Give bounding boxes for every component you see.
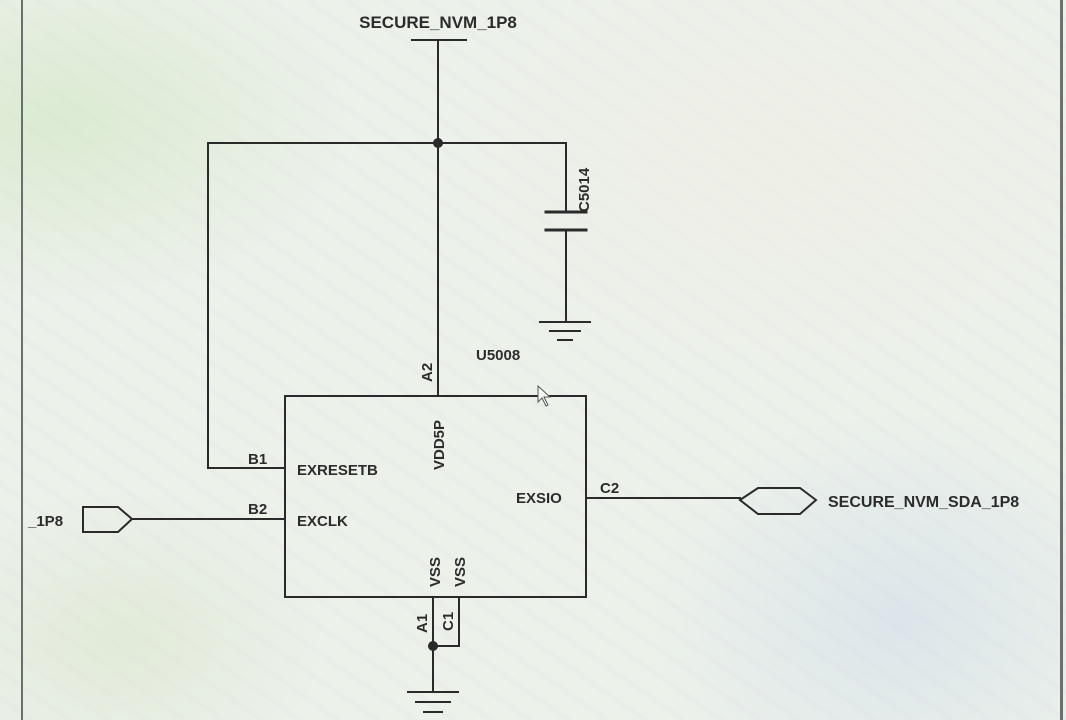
pin-a1-number: A1 <box>414 614 431 633</box>
monitor-left-edge <box>21 0 23 720</box>
left-port-symbol <box>82 506 134 533</box>
left-port-label: _1P8 <box>27 513 63 530</box>
pin-a1-name: VSS <box>427 557 444 587</box>
junction-dot-bottom <box>428 641 438 651</box>
mouse-cursor-icon <box>537 384 552 407</box>
pin-c2-name: EXSIO <box>516 490 562 507</box>
right-port-symbol <box>738 487 818 515</box>
monitor-right-edge <box>1060 0 1063 720</box>
chip-ref: U5008 <box>476 347 520 364</box>
right-port-label: SECURE_NVM_SDA_1P8 <box>828 494 1019 511</box>
pin-a2-number: A2 <box>419 363 436 382</box>
junction-dot-top <box>433 138 443 148</box>
pin-b1-name: EXRESETB <box>297 462 378 479</box>
pin-c1-name: VSS <box>452 557 469 587</box>
pin-b2-name: EXCLK <box>297 513 348 530</box>
pin-c1-number: C1 <box>440 612 457 631</box>
capacitor-ref: C5014 <box>576 167 593 212</box>
power-net-label: SECURE_NVM_1P8 <box>359 13 517 32</box>
pin-b2-number: B2 <box>248 501 267 518</box>
chip-body <box>284 395 587 598</box>
pin-b1-number: B1 <box>248 451 267 468</box>
pin-c2-number: C2 <box>600 480 619 497</box>
pin-a2-name: VDD5P <box>431 420 448 470</box>
